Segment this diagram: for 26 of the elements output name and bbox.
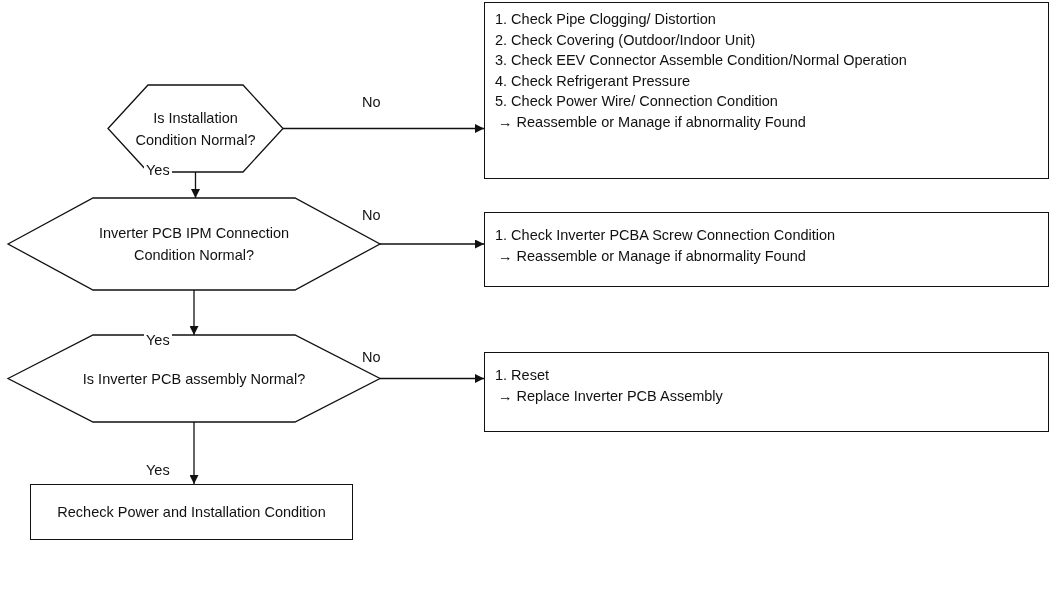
edge-label: No: [360, 349, 383, 365]
check-item: 1. Check Pipe Clogging/ Distortion: [495, 10, 717, 29]
arrow: [189, 421, 199, 485]
check-item: 5. Check Power Wire/ Connection Condition: [495, 92, 779, 111]
arrow: [191, 171, 200, 199]
check-item: 4. Check Refrigerant Pressure: [495, 71, 692, 91]
action-box: [484, 212, 1049, 287]
arrow: [282, 124, 485, 133]
action-box: [484, 2, 1049, 179]
check-item: 1. Reset: [495, 366, 550, 385]
edge-label: Yes: [144, 462, 172, 478]
check-item: 1. Check Inverter PCBA Screw Connection Condition: [495, 226, 837, 245]
check-item: 2. Check Covering (Outdoor/Indoor Unit): [495, 30, 757, 50]
edge-label: Yes: [144, 162, 172, 178]
edge-label: No: [360, 207, 383, 223]
check-item: 3. Check EEV Connector Assemble Condition/Normal Operation: [495, 51, 908, 70]
result-text: → Replace Inverter PCB Assembly: [497, 386, 724, 406]
edge-label: Yes: [144, 332, 172, 348]
edge-label: No: [360, 94, 383, 110]
action-box: [484, 352, 1049, 432]
arrow: [379, 374, 485, 383]
arrow: [189, 289, 199, 336]
result-text: → Reassemble or Manage if abnormality Found: [497, 246, 807, 266]
arrow: [379, 239, 485, 249]
result-text: → Reassemble or Manage if abnormality Found: [497, 112, 807, 132]
process-box: Recheck Power and Installation Condition: [30, 484, 353, 540]
